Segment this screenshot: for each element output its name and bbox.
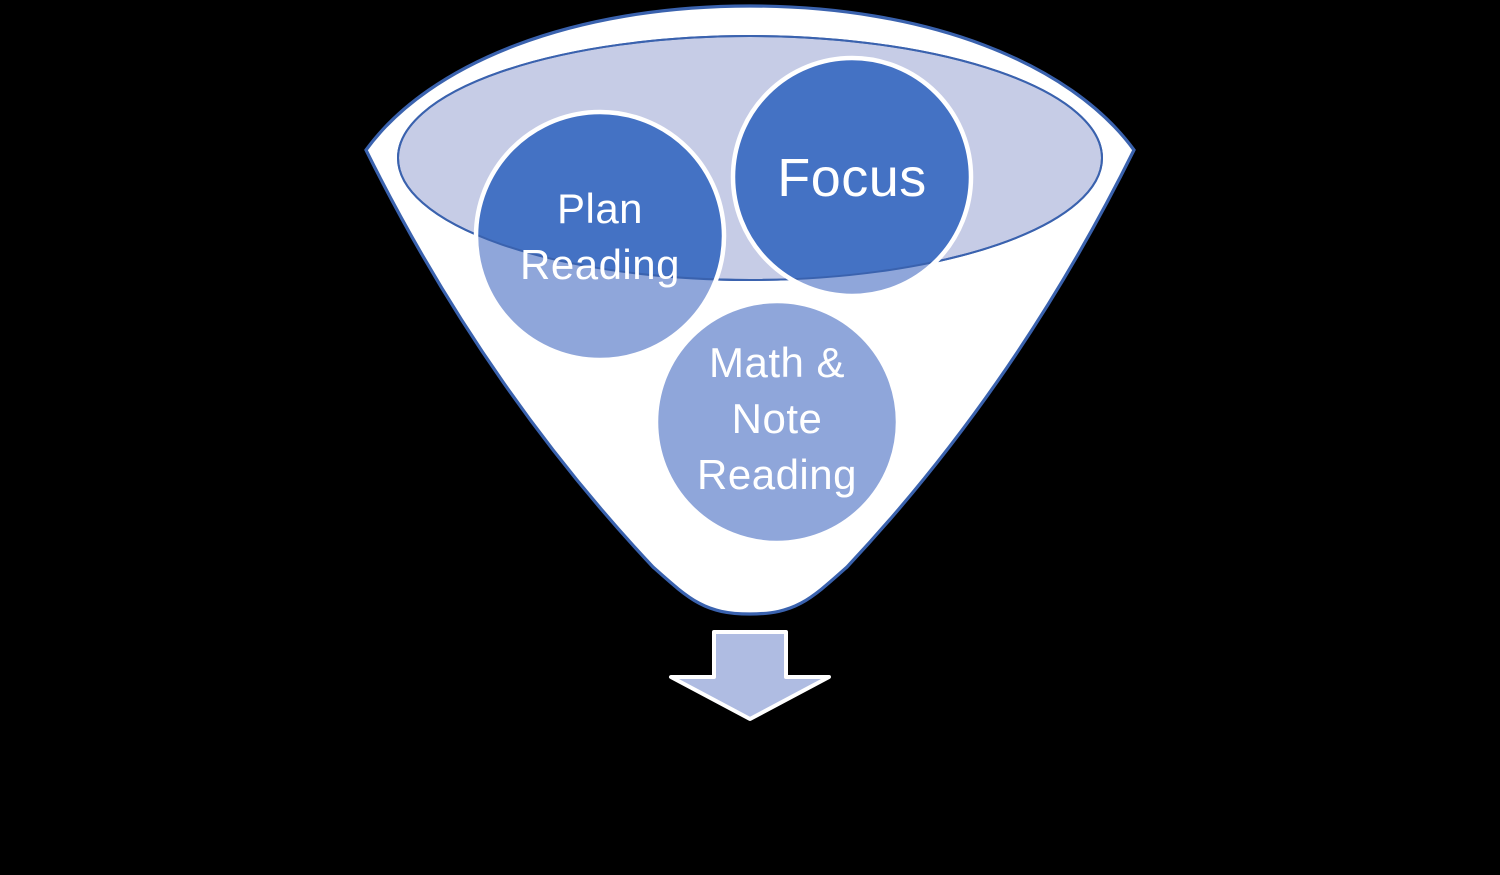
bubble-focus-label: Focus — [777, 148, 927, 208]
down-arrow-icon — [669, 630, 831, 721]
bubble-math-note-reading-label-line3: Reading — [697, 451, 857, 498]
liquid-surface-line — [397, 35, 1103, 281]
bubble-math-note-reading-label-line1: Math & — [709, 339, 845, 386]
bubble-math-note-reading-label-line2: Note — [732, 395, 823, 442]
bubble-math-note-reading-ring — [653, 298, 901, 546]
bubble-focus-submerged — [733, 58, 971, 280]
bubble-submerged-parts — [476, 58, 971, 280]
bubble-plan-reading-ring — [473, 109, 727, 363]
bubble-focus-ring — [730, 55, 974, 299]
bubble-math-note-reading — [656, 301, 898, 543]
bubble-plan-reading-label-line1: Plan — [557, 185, 643, 232]
bubble-plan-reading-label-line2: Reading — [520, 241, 680, 288]
bubble-plan-reading-submerged — [476, 112, 724, 280]
